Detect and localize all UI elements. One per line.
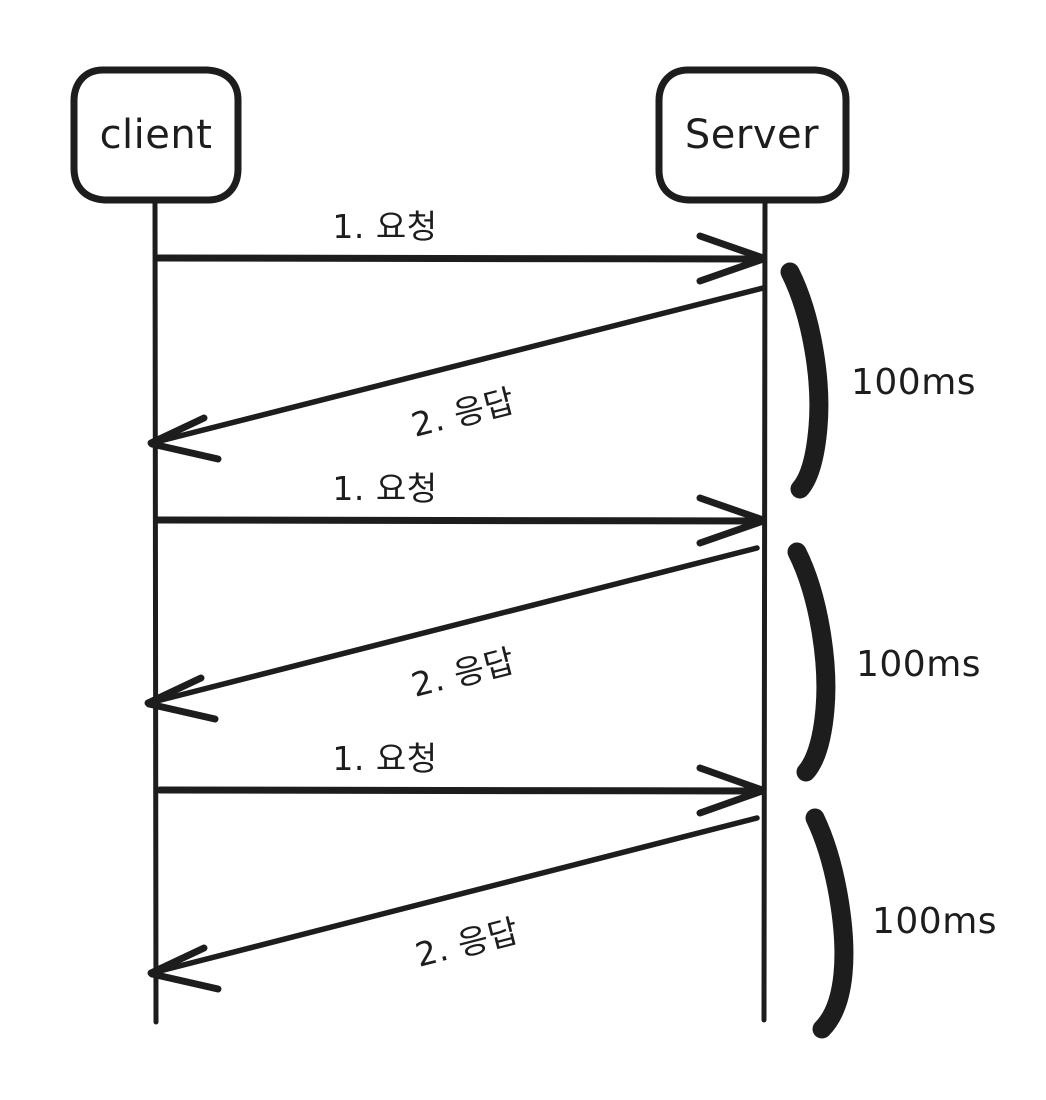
response-arrow-1-line <box>149 285 766 446</box>
request-arrow-2-head <box>696 494 767 547</box>
timing-label-1: 100ms <box>851 362 976 403</box>
timing-brace-3 <box>805 808 854 1039</box>
request-arrow-3-head <box>696 764 766 817</box>
timing-brace-1 <box>780 262 829 499</box>
exchange-3: 1. 요청 2. 응답 100ms <box>147 739 997 1039</box>
response-arrow-3-line <box>149 815 760 976</box>
response-arrow-3[interactable] <box>147 815 760 993</box>
response-arrow-2-head <box>144 674 219 723</box>
timing-label-3: 100ms <box>872 901 997 942</box>
client-box <box>70 66 242 204</box>
timing-brace-2 <box>787 542 836 782</box>
request-arrow-3-line <box>156 786 764 795</box>
lifelines <box>152 195 768 1025</box>
response-arrow-3-head <box>147 944 222 993</box>
response-arrow-1-head <box>147 414 222 463</box>
exchange-2: 1. 요청 2. 응답 100ms <box>144 469 981 782</box>
response-arrow-2[interactable] <box>144 545 760 723</box>
response-label-1: 2. 응답 <box>407 381 519 445</box>
request-arrow-1-line <box>153 254 766 263</box>
request-arrow-1[interactable] <box>153 232 767 285</box>
server-lifeline <box>761 195 768 1023</box>
request-label-2: 1. 요청 <box>332 469 437 508</box>
actor-client[interactable]: client <box>70 66 242 204</box>
client-lifeline <box>152 195 159 1025</box>
response-arrow-1[interactable] <box>147 285 766 463</box>
response-label-3: 2. 응답 <box>411 911 523 975</box>
response-arrow-2-line <box>146 545 760 706</box>
request-label-3: 1. 요청 <box>332 739 437 778</box>
request-arrow-1-head <box>696 232 767 285</box>
client-box-label: client <box>100 112 213 158</box>
actor-server[interactable]: Server <box>655 66 850 204</box>
response-label-2: 2. 응답 <box>407 641 519 705</box>
server-box <box>655 66 850 204</box>
server-box-label: Server <box>685 112 819 158</box>
exchange-1: 1. 요청 2. 응답 100ms <box>147 207 976 499</box>
request-arrow-2[interactable] <box>153 494 767 547</box>
request-label-1: 1. 요청 <box>332 207 437 246</box>
request-arrow-3[interactable] <box>156 764 766 817</box>
timing-label-2: 100ms <box>856 644 981 685</box>
request-arrow-2-line <box>153 516 766 525</box>
